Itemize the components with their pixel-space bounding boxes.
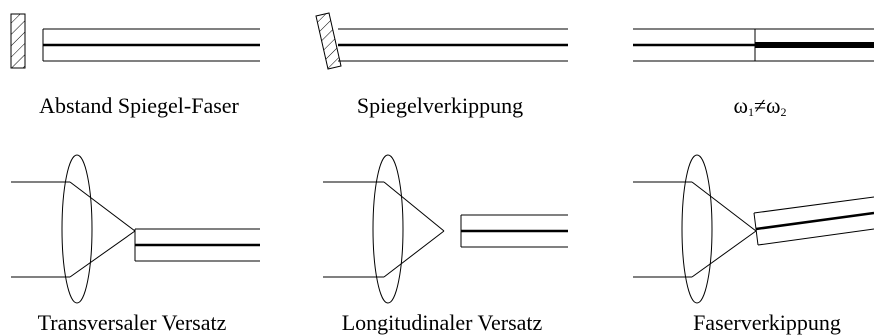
subscript-2: 2 <box>780 105 787 119</box>
beam <box>633 181 757 278</box>
panel-transverse-offset <box>11 154 260 304</box>
caption-mirror-tilt: Spiegelverkippung <box>356 93 524 118</box>
panel-fiber-tilt <box>633 154 874 304</box>
caption-longitudinal-offset: Longitudinaler Versatz <box>341 310 543 335</box>
caption-transverse-offset: Transversaler Versatz <box>37 310 227 335</box>
fiber <box>338 28 568 62</box>
subscript-1: 1 <box>747 105 754 119</box>
caption-mode-mismatch: ω1≠ω2 <box>680 93 840 120</box>
tilted-fiber <box>753 196 874 246</box>
omega-symbol: ω <box>766 93 781 118</box>
caption-fiber-tilt: Faserverkippung <box>693 310 841 335</box>
beam <box>11 181 136 278</box>
caption-mirror-distance: Abstand Spiegel-Faser <box>39 93 239 118</box>
not-equal-symbol: ≠ <box>753 93 767 118</box>
fiber <box>134 228 260 262</box>
lens <box>681 154 713 304</box>
lens <box>61 154 93 304</box>
tilted-mirror <box>315 12 342 70</box>
panel-mode-mismatch <box>633 28 874 62</box>
mirror <box>10 13 26 69</box>
omega-symbol: ω <box>733 93 748 118</box>
lens <box>372 154 404 304</box>
panel-mirror-distance <box>10 13 260 69</box>
fiber <box>460 214 568 248</box>
panel-mirror-tilt <box>315 12 568 70</box>
panel-longitudinal-offset <box>323 154 568 304</box>
fiber <box>42 28 260 62</box>
beam <box>323 181 445 278</box>
spliced-fiber <box>633 28 874 62</box>
